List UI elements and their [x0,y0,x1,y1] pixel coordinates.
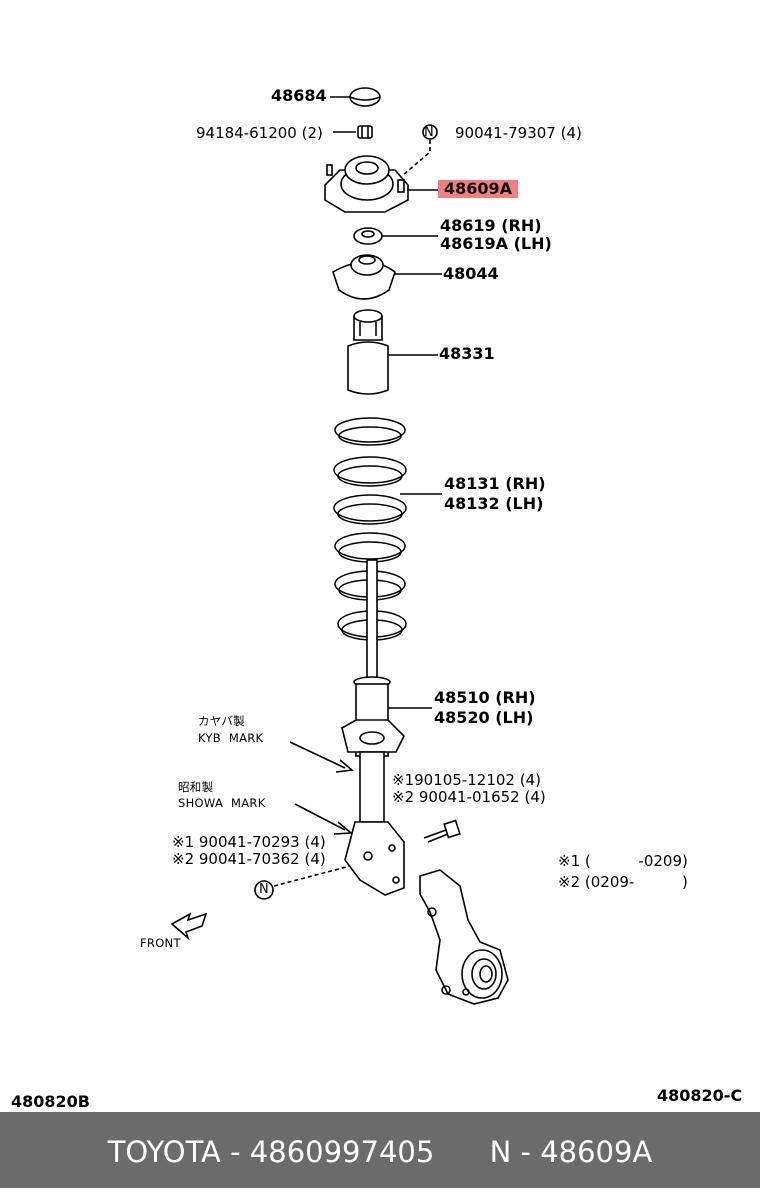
label-90041-01652: ※2 90041-01652 (4) [392,788,546,806]
label-48609a-highlighted: 48609A [438,180,519,198]
label-48132-lh: 48132 (LH) [444,494,544,513]
leader-90041-70293 [273,865,351,887]
coil-spring-48131-shape [333,417,407,641]
showa-arrow-line [294,803,346,831]
label-90041-70362: ※2 90041-70362 (4) [172,850,326,868]
label-48131-rh: 48131 (RH) [444,474,546,493]
diagram-code-left: 480820B [11,1092,90,1111]
label-showa-mark: SHOWA MARK [178,796,266,810]
showa-arrow-head [333,821,354,835]
kyb-arrow-head [335,759,354,773]
front-arrow-icon [170,912,208,941]
n-symbol-top-label: N [424,125,434,140]
bolt-90105-shape [423,819,461,843]
nut-94184-shape [357,125,373,139]
steering-knuckle-shape [419,869,509,1005]
n-symbol-top [422,124,438,140]
label-48044: 48044 [443,264,499,283]
label-showa-japanese: 昭和製 [178,780,214,794]
label-note-1: ※1 ( -0209) [558,852,688,870]
label-front: FRONT [140,936,181,950]
label-90105-12102: ※190105-12102 (4) [392,771,541,789]
label-90041-79307: 90041-79307 (4) [455,124,582,142]
label-48684: 48684 [271,86,327,105]
n-symbol-bottom-label: N [259,882,269,897]
label-kyb-mark: KYB MARK [198,731,264,745]
label-48619a-lh: 48619A (LH) [440,234,552,253]
kyb-arrow-line [289,741,346,769]
strut-assembly-drawing [170,87,509,1005]
label-note-2: ※2 (0209- ) [558,873,688,891]
cap-48684-shape [349,87,381,107]
n-symbol-bottom [254,880,274,900]
leader-90041-79307 [401,140,431,177]
bearing-48619-shape [353,227,383,245]
label-90041-70293: ※1 90041-70293 (4) [172,833,326,851]
strut-48510-shape [341,559,405,896]
label-48619-rh: 48619 (RH) [440,216,542,235]
label-94184-61200: 94184-61200 (2) [196,124,323,142]
footer-part-number: TOYOTA - 4860997405 N - 48609A [107,1135,653,1169]
label-kyb-japanese: カヤバ製 [198,714,245,728]
seat-48044-shape [332,254,396,300]
bumper-48331-shape [347,309,389,395]
label-48520-lh: 48520 (LH) [434,708,534,727]
diagram-code-right: 480820-C [657,1086,743,1105]
label-48510-rh: 48510 (RH) [434,688,536,707]
parts-diagram: 48684 94184-61200 (2) N 90041-79307 (4) … [11,86,743,1111]
footer-bar: TOYOTA - 4860997405 N - 48609A [0,1112,760,1188]
support-48609a-shape [324,155,409,213]
label-48331: 48331 [439,344,495,363]
